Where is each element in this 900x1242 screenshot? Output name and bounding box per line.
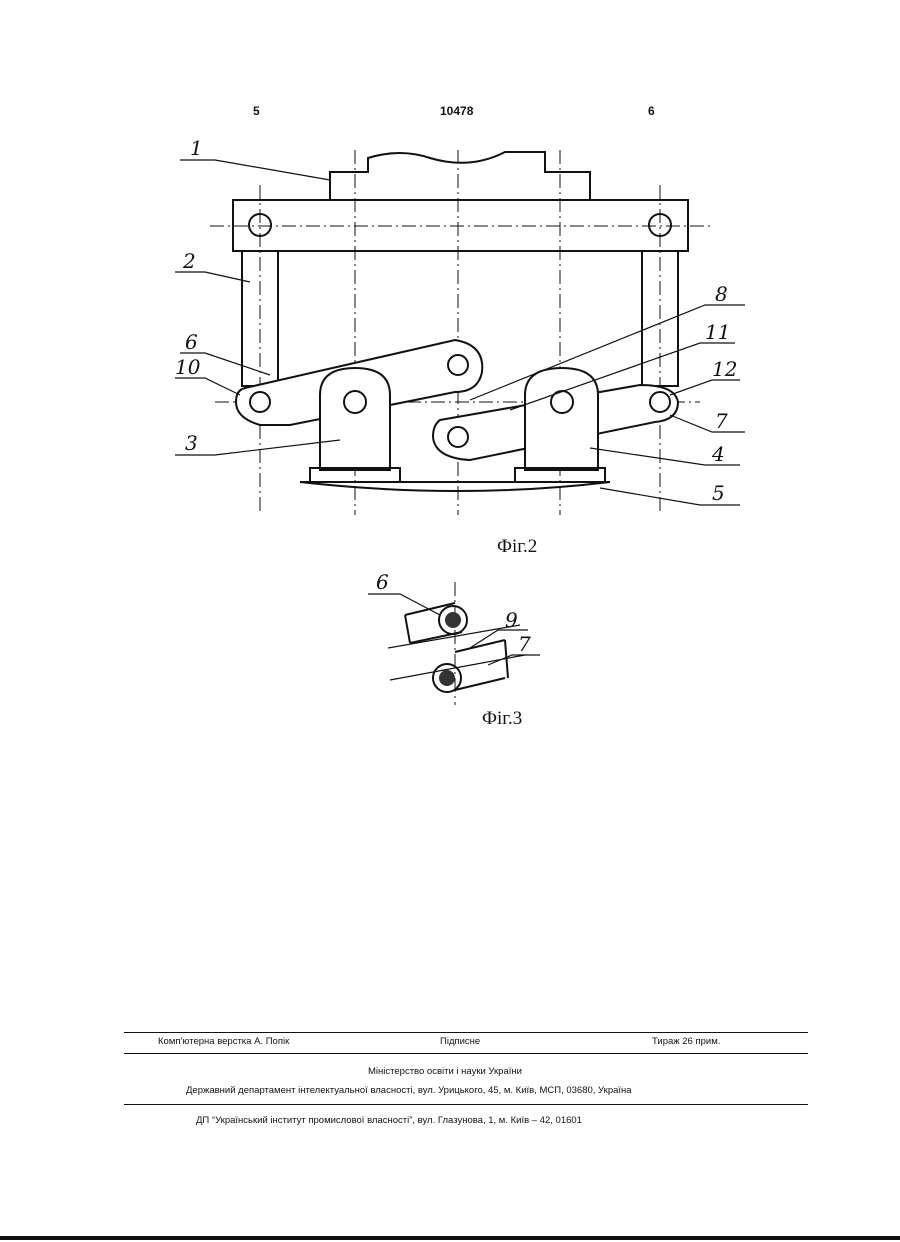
leader-9 bbox=[470, 630, 528, 648]
callout-11: 11 bbox=[705, 320, 730, 344]
roller-upper bbox=[439, 606, 467, 634]
callout-9: 9 bbox=[505, 608, 518, 632]
leader-7 bbox=[670, 415, 745, 432]
leader-7 bbox=[488, 655, 540, 665]
leader-2 bbox=[175, 272, 250, 282]
part-7-fragment bbox=[455, 640, 508, 690]
roller-lower bbox=[433, 664, 461, 692]
footer-institute: ДП “Український інститут промислової вла… bbox=[196, 1115, 582, 1126]
axis-line bbox=[390, 655, 525, 680]
callout-7: 7 bbox=[715, 409, 728, 433]
callout-8: 8 bbox=[715, 282, 728, 306]
leader-10 bbox=[175, 378, 240, 395]
footer-department: Державний департамент інтелектуальної вл… bbox=[186, 1085, 632, 1096]
part-6-fragment bbox=[405, 603, 462, 643]
footer-rule bbox=[124, 1053, 808, 1054]
callout-6: 6 bbox=[185, 330, 198, 354]
leader-3 bbox=[175, 440, 340, 455]
part-3-support bbox=[320, 368, 390, 470]
callout-7: 7 bbox=[518, 632, 531, 656]
callout-12: 12 bbox=[712, 357, 737, 381]
footer-typesetting: Комп'ютерна верстка А. Попік bbox=[158, 1036, 289, 1047]
footer-rule bbox=[124, 1104, 808, 1105]
callout-10: 10 bbox=[175, 355, 201, 379]
part-1-body bbox=[330, 152, 590, 200]
part-5-foundation bbox=[300, 482, 610, 491]
callout-1: 1 bbox=[190, 136, 203, 160]
leader-6 bbox=[368, 594, 440, 615]
footer-rule bbox=[124, 1032, 808, 1033]
leader-1 bbox=[180, 160, 330, 180]
callout-2: 2 bbox=[182, 249, 196, 273]
figure-3-caption: Фіг.3 bbox=[482, 708, 522, 729]
footer-signed: Підписне bbox=[440, 1036, 480, 1047]
leader-12 bbox=[670, 380, 740, 395]
axis-line bbox=[388, 625, 520, 648]
scan-edge-bar bbox=[0, 1236, 900, 1240]
leader-8 bbox=[470, 305, 745, 400]
figure-2-drawing: 1 2 6 10 3 8 11 12 7 4 5 Фіг.2 bbox=[0, 0, 900, 560]
roller-lower-hatch bbox=[439, 670, 455, 686]
figure-2-caption: Фіг.2 bbox=[497, 536, 537, 557]
callout-4: 4 bbox=[711, 442, 725, 466]
footer-ministry: Міністерство освіти і науки України bbox=[368, 1066, 522, 1077]
roller-upper-hatch bbox=[445, 612, 461, 628]
footer-circulation: Тираж 26 прим. bbox=[652, 1036, 720, 1047]
callout-5: 5 bbox=[712, 481, 725, 505]
callout-3: 3 bbox=[185, 431, 198, 455]
callout-6: 6 bbox=[376, 570, 389, 594]
